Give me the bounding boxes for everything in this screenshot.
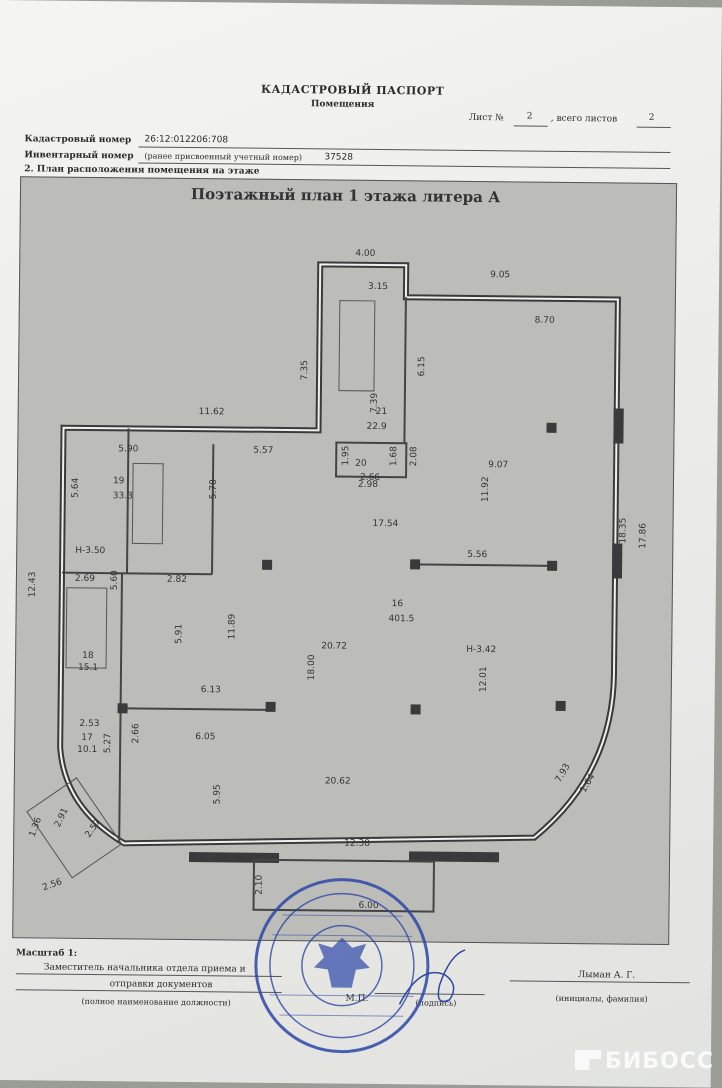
plan-dimension-label: 2.69 (75, 574, 95, 584)
position-line1: Заместитель начальника отдела приема и (43, 962, 246, 975)
position-caption: (полное наименование должности) (81, 996, 231, 1008)
plan-dimension-label: 5.91 (174, 624, 184, 644)
signature-mark (398, 949, 466, 1005)
plan-dimension-label: 17.54 (372, 519, 398, 529)
scale-label: Масштаб 1: (15, 948, 78, 959)
plan-dimension-label: 19 (113, 476, 125, 486)
plan-dimension-label: 9.07 (488, 460, 508, 470)
plan-dimension-label: 2.66 (131, 723, 141, 743)
plan-dimension-label: 6.00 (358, 901, 378, 911)
plan-dimension-label: 2.08 (409, 446, 419, 466)
inventory-value: 37528 (324, 152, 354, 163)
plan-dimension-label: 18 (82, 651, 94, 661)
plan-dimension-label: 2.98 (358, 480, 378, 490)
plan-dimension-label: 20.62 (325, 776, 351, 786)
plan-dimension-label: 3.15 (368, 282, 388, 292)
document-title: КАДАСТРОВЫЙ ПАСПОРТ (261, 82, 445, 98)
plan-dimension-label: 2.66 (360, 473, 380, 483)
total-sheets-label: , всего листов (550, 113, 618, 125)
plan-dimension-label: 20 (355, 459, 367, 469)
plan-dimension-label: 4.00 (355, 249, 375, 259)
total-sheets-number: 2 (648, 112, 655, 123)
plan-dimension-label: H-3.42 (466, 645, 496, 655)
plan-dimension-label: 33.3 (113, 491, 133, 501)
plan-dimension-label: 17 (81, 733, 93, 743)
plan-dimension-label: 12.43 (28, 572, 38, 598)
name-caption: (инициалы, фамилия) (555, 993, 648, 1004)
plan-dimension-label: 7.35 (300, 360, 310, 380)
plan-dimension-label: 5.57 (253, 446, 273, 456)
plan-dimension-label: 5.90 (118, 444, 138, 454)
plan-dimension-label: 12.38 (344, 839, 370, 849)
plan-dimension-label: 2.56 (41, 877, 63, 893)
plan-dimension-label: 8.70 (535, 316, 555, 326)
plan-dimension-label: 6.15 (417, 356, 427, 376)
plan-dimension-label: 16 (392, 599, 404, 609)
plan-dimension-label: 7.93 (554, 762, 573, 784)
watermark: БИБОСС (575, 1049, 714, 1074)
signer-name: Лыман А. Г. (577, 970, 636, 981)
plan-dimension-label: 21 (376, 407, 388, 417)
plan-dimension-label: 5.27 (103, 733, 113, 753)
official-seal-stamp (254, 878, 430, 1054)
plan-dimension-label: 20.72 (321, 641, 347, 651)
plan-dimension-label: 18.00 (307, 654, 317, 680)
plan-dimension-label: 5.78 (209, 479, 219, 499)
plan-dimension-label: 1.95 (341, 446, 351, 466)
plan-dimension-label: 5.95 (213, 784, 223, 804)
cadastral-label: Кадастровый номер (24, 134, 132, 146)
inventory-note: (ранее присвоенный учетный номер) (144, 151, 303, 163)
plan-dimension-label: 5.60 (110, 570, 120, 590)
inventory-label: Инвентарный номер (24, 150, 134, 162)
plan-dimension-label: 2.91 (53, 807, 71, 829)
plan-dimension-label: 2.53 (79, 719, 99, 729)
document-subtitle: Помещения (310, 99, 375, 110)
watermark-logo-icon (575, 1050, 602, 1070)
floor-plan-drawing: 4.00 3.15 9.05 8.70 7.35 6.15 7.39 11.62 5.90 5.5… (26, 249, 649, 913)
plan-dimension-label: 1.64 (579, 772, 598, 795)
plan-dimension-label: 2.82 (167, 575, 187, 585)
plan-dimension-label: 7.39 (370, 393, 380, 413)
plan-dimension-label: 1.68 (389, 446, 399, 466)
plan-dimension-label: 6.05 (195, 732, 215, 742)
cadastral-value: 26:12:012206:708 (144, 134, 229, 146)
sheet-number: 2 (526, 111, 533, 122)
plan-dimension-label: 17.86 (638, 523, 648, 549)
plan-dimension-label: 2.10 (255, 874, 265, 894)
plan-dimension-label: 9.05 (490, 270, 510, 280)
plan-dimension-label: H-3.50 (75, 546, 105, 556)
plan-dimension-label: 12.01 (479, 666, 489, 692)
section-heading: 2. План расположения помещения на этаже (24, 164, 260, 177)
plan-dimension-label: 401.5 (388, 614, 414, 624)
plan-dimension-label: 5.56 (467, 550, 487, 560)
plan-dimension-label: 22.9 (366, 422, 386, 432)
plan-dimension-label: 18.35 (618, 518, 628, 544)
plan-dimension-label: 15.1 (78, 663, 98, 673)
plan-dimension-label: 11.92 (481, 476, 491, 502)
plan-dimension-label: 11.62 (199, 407, 225, 417)
plan-dimension-label: 10.1 (77, 745, 97, 755)
plan-dimension-label: 5.64 (71, 477, 81, 497)
plan-dimension-label: 11.89 (227, 613, 237, 639)
sheet-label: Лист № (468, 112, 504, 124)
position-line2: отправки документов (109, 979, 213, 991)
plan-dimension-label: 1.36 (28, 816, 45, 839)
floor-plan: Поэтажный план 1 этажа литера А (12, 176, 678, 946)
plan-dimension-label: 6.13 (201, 685, 221, 695)
